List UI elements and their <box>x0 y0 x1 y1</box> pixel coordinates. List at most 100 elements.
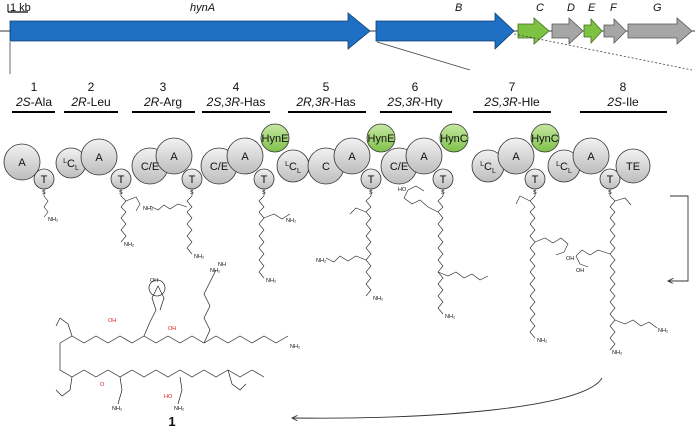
svg-text:A: A <box>170 151 178 163</box>
svg-text:C/E: C/E <box>141 161 159 173</box>
svg-text:HO: HO <box>398 187 407 193</box>
svg-text:OH: OH <box>566 256 574 262</box>
module-headers: 1 2S-Ala 2 2R-Leu 3 2R-Arg 4 2S,3R-Has 5… <box>12 80 667 113</box>
domain-HynE-4 <box>260 123 290 153</box>
svg-text:NH₂: NH₂ <box>124 242 134 248</box>
svg-text:T: T <box>118 174 125 186</box>
svg-text:OH: OH <box>576 268 584 274</box>
module-number-3: 3 <box>160 80 167 94</box>
svg-text:S: S <box>369 190 373 196</box>
svg-text:HynE: HynE <box>368 133 395 145</box>
domain-TE-8 <box>615 148 651 184</box>
svg-text:A: A <box>241 151 249 163</box>
intermediate-atom-labels: S NH₂ S NH₂ S NH₂ NH₂ S NH₂ NH₂ S NH₂ NH… <box>42 187 668 356</box>
svg-text:S: S <box>119 190 123 196</box>
svg-text:S: S <box>608 190 612 196</box>
lcl-label-7: LCL <box>480 161 496 175</box>
zoom-lines <box>9 33 693 74</box>
svg-text:NH: NH <box>218 262 226 268</box>
lcl-label-5: LCL <box>285 161 301 175</box>
module-number-2: 2 <box>88 80 95 94</box>
svg-text:A: A <box>512 151 520 163</box>
svg-text:HynE: HynE <box>262 133 289 145</box>
svg-text:NH₂: NH₂ <box>286 218 296 224</box>
module-label-8: 2S-Ile <box>606 95 639 109</box>
module-label-3: 2R-Arg <box>143 95 182 109</box>
product-structure <box>55 269 289 405</box>
gene-arrow-D <box>551 17 584 45</box>
domain-A-5 <box>333 137 371 175</box>
svg-text:S: S <box>42 190 46 196</box>
tethered-intermediates <box>43 185 658 351</box>
svg-text:T: T <box>532 174 539 186</box>
gene-cluster <box>9 12 693 50</box>
svg-text:T: T <box>607 174 614 186</box>
svg-text:T: T <box>41 174 48 186</box>
lcl-label-2: LCL <box>63 158 79 172</box>
domain-architecture <box>3 123 651 190</box>
svg-text:NH₂: NH₂ <box>658 328 668 334</box>
svg-text:OH: OH <box>168 326 176 332</box>
svg-text:A: A <box>420 151 428 163</box>
domain-A-3 <box>155 137 193 175</box>
svg-text:NH₂: NH₂ <box>537 338 547 344</box>
domain-labels: A T LCL A T C/E A T C/E A HynE T LCL C A… <box>18 133 640 186</box>
svg-text:S: S <box>262 190 266 196</box>
svg-text:A: A <box>95 152 103 164</box>
module-number-5: 5 <box>323 80 330 94</box>
svg-text:S: S <box>533 190 537 196</box>
release-arrow <box>668 195 689 281</box>
svg-text:NH₂: NH₂ <box>194 254 204 260</box>
svg-text:HynC: HynC <box>440 133 468 145</box>
svg-text:HynC: HynC <box>531 133 559 145</box>
svg-text:C/E: C/E <box>390 161 408 173</box>
svg-text:O: O <box>100 382 105 388</box>
compound-label: 1 <box>168 414 175 429</box>
svg-text:T: T <box>368 174 375 186</box>
gene-arrow-C <box>517 17 550 45</box>
product-atom-labels: OH OH OH NH₂ NH O NH₂ HO NH₂ NH₂ <box>100 262 300 412</box>
svg-text:NH₂: NH₂ <box>266 278 276 284</box>
gene-label-D: D <box>567 2 575 14</box>
svg-text:T: T <box>261 174 268 186</box>
svg-text:NH₂: NH₂ <box>48 217 58 223</box>
gene-arrow-hynA <box>9 12 371 50</box>
module-label-2: 2R-Leu <box>70 95 110 109</box>
gene-label-B: B <box>455 2 462 14</box>
domain-A-8 <box>572 137 610 175</box>
cyclization-arrow <box>292 377 603 418</box>
gene-arrow-E <box>583 17 603 45</box>
gene-arrow-B <box>375 12 515 50</box>
gene-label-G: G <box>653 2 662 14</box>
svg-text:TE: TE <box>626 161 640 173</box>
svg-text:HO: HO <box>164 394 173 400</box>
module-label-7: 2S,3R-Hle <box>483 95 540 109</box>
domain-HynC-7 <box>530 123 560 153</box>
module-number-4: 4 <box>233 80 240 94</box>
domain-HynE-5 <box>366 123 396 153</box>
svg-text:NH₂: NH₂ <box>210 268 220 274</box>
gene-arrow-F <box>603 18 627 44</box>
svg-text:NH₂: NH₂ <box>290 344 300 350</box>
gene-label-C: C <box>536 2 544 14</box>
svg-text:S: S <box>190 190 194 196</box>
svg-text:NH₂: NH₂ <box>445 314 455 320</box>
domain-A-2 <box>80 138 118 176</box>
svg-text:A: A <box>587 151 595 163</box>
svg-text:A: A <box>18 157 26 169</box>
gene-label-F: F <box>610 2 618 14</box>
module-label-1: 2S-Ala <box>15 95 52 109</box>
svg-text:C: C <box>322 161 330 173</box>
lcl-label-8: LCL <box>556 161 572 175</box>
svg-text:NH₂: NH₂ <box>143 206 153 212</box>
svg-text:OH: OH <box>108 318 116 324</box>
svg-text:T: T <box>440 174 447 186</box>
svg-text:A: A <box>348 151 356 163</box>
domain-HynC-6 <box>439 123 469 153</box>
module-label-4: 2S,3R-Has <box>206 95 266 109</box>
domain-A-4 <box>226 137 264 175</box>
svg-text:NH₂: NH₂ <box>174 406 184 412</box>
svg-text:T: T <box>189 174 196 186</box>
gene-label-hynA: hynA <box>190 2 215 14</box>
